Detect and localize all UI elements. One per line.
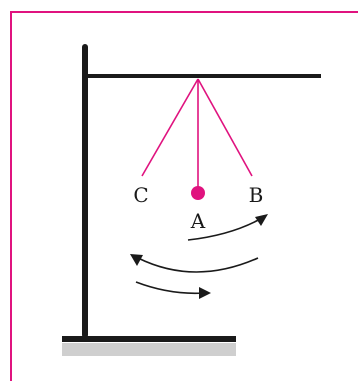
stand-arm (85, 74, 321, 78)
arrowhead-c-to-a (199, 287, 211, 299)
stand-base (62, 336, 236, 342)
arrow-b-to-c (137, 257, 259, 273)
label-a: A (190, 209, 206, 233)
arrow-a-to-b (187, 217, 263, 241)
label-b: B (249, 183, 264, 207)
frame-border (10, 11, 358, 381)
pendulum-bob (191, 186, 205, 200)
arrow-c-to-a (135, 281, 205, 295)
label-c: C (133, 183, 148, 207)
arrowhead-b-to-c (130, 254, 143, 266)
string-to-c (141, 78, 199, 177)
stand-base-shadow (62, 343, 236, 356)
arrowhead-a-to-b (255, 214, 268, 226)
string-to-b (197, 78, 253, 177)
stand-pole (82, 44, 88, 338)
